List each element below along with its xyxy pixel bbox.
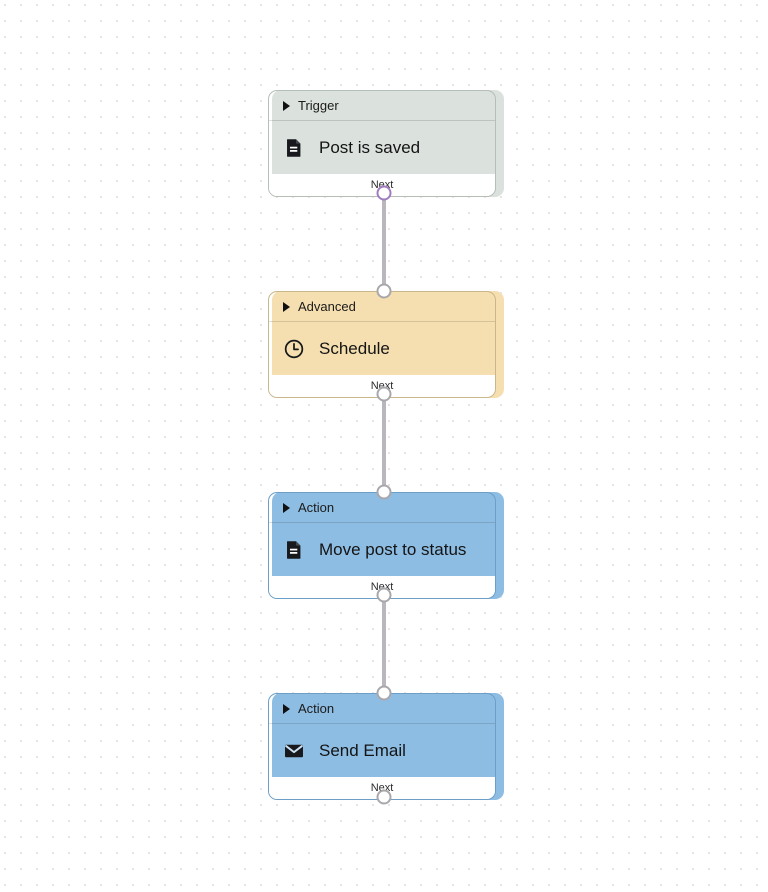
envelope-icon <box>283 740 305 762</box>
node-body[interactable]: Move post to status <box>269 523 495 576</box>
node-type-label: Action <box>298 500 335 515</box>
port-trigger-out[interactable] <box>376 185 392 201</box>
node-type-label: Action <box>298 701 335 716</box>
workflow-node-send-email[interactable]: Action Send Email Next <box>268 693 504 800</box>
edge-action-1-to-action-2 <box>382 595 386 693</box>
node-title: Move post to status <box>319 539 467 559</box>
port-action-1-out[interactable] <box>376 587 392 603</box>
node-type-label: Advanced <box>298 299 356 314</box>
node-title: Schedule <box>319 338 390 358</box>
port-action-1-in[interactable] <box>376 484 392 500</box>
node-card[interactable]: Action Send Email Next <box>268 693 496 800</box>
node-header-action[interactable]: Action <box>269 493 495 523</box>
port-action-2-out[interactable] <box>376 789 392 805</box>
node-body[interactable]: Send Email <box>269 724 495 777</box>
chevron-right-icon[interactable] <box>283 100 290 111</box>
node-title: Post is saved <box>319 137 421 157</box>
node-type-label: Trigger <box>298 98 339 113</box>
node-body[interactable]: Schedule <box>269 322 495 375</box>
node-title: Send Email <box>319 740 406 760</box>
node-card[interactable]: Trigger Post is saved Next <box>268 90 496 197</box>
node-header-action[interactable]: Action <box>269 694 495 724</box>
port-advanced-in[interactable] <box>376 283 392 299</box>
document-icon <box>283 539 305 561</box>
chevron-right-icon[interactable] <box>283 502 290 513</box>
chevron-right-icon[interactable] <box>283 301 290 312</box>
node-header-trigger[interactable]: Trigger <box>269 91 495 121</box>
port-advanced-out[interactable] <box>376 386 392 402</box>
workflow-node-advanced[interactable]: Advanced Schedule Next <box>268 291 504 398</box>
document-icon <box>283 137 305 159</box>
edge-trigger-to-advanced <box>382 193 386 291</box>
workflow-node-move-post-to-status[interactable]: Action Move post to status Next <box>268 492 504 599</box>
node-header-advanced[interactable]: Advanced <box>269 292 495 322</box>
node-card[interactable]: Action Move post to status Next <box>268 492 496 599</box>
chevron-right-icon[interactable] <box>283 703 290 714</box>
edge-advanced-to-action-1 <box>382 394 386 492</box>
workflow-node-trigger[interactable]: Trigger Post is saved Next <box>268 90 504 197</box>
node-body[interactable]: Post is saved <box>269 121 495 174</box>
node-card[interactable]: Advanced Schedule Next <box>268 291 496 398</box>
port-action-2-in[interactable] <box>376 685 392 701</box>
clock-icon <box>283 338 305 360</box>
